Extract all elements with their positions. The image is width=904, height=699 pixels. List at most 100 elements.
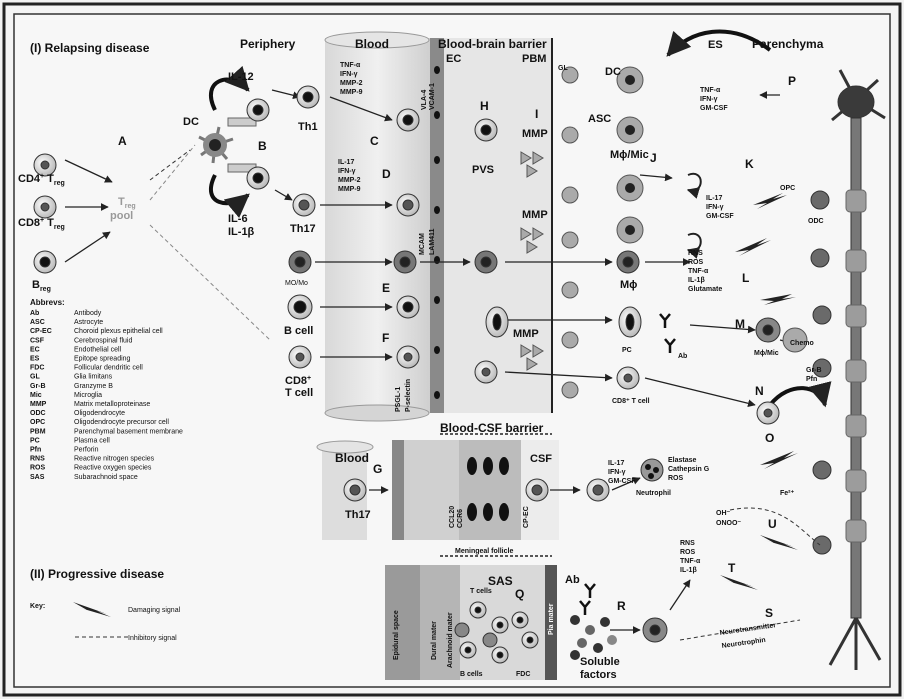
label-lam: LAM411 <box>429 228 436 255</box>
prog-2: TNF-α <box>680 558 701 565</box>
letter-b: B <box>258 139 267 153</box>
header-csf-barrier: Blood-CSF barrier <box>440 421 544 435</box>
abbrev-value: Reactive oxygen species <box>74 465 152 472</box>
letter-t: T <box>728 561 736 575</box>
letter-d: D <box>382 167 391 181</box>
label-mcam: MCAM <box>419 233 426 255</box>
key-damaging: Damaging signal <box>128 607 181 614</box>
cyto-blood-mid-2: MMP-2 <box>338 177 361 184</box>
label-fe: Fe²⁺ <box>780 490 795 497</box>
rns-3: IL-1β <box>688 277 705 284</box>
label-bcells: B cells <box>460 671 483 678</box>
abbrev-key: Gr-B <box>30 383 46 390</box>
abbrev-key: RNS <box>30 456 45 463</box>
cyto-blood-top-1: IFN-γ <box>340 71 358 78</box>
abbrev-key: Mic <box>30 392 42 399</box>
letter-p: P <box>788 74 796 88</box>
label-pia: Pia mater <box>548 603 555 635</box>
abbrev-key: ROS <box>30 465 46 472</box>
label-mphi-mic2: Mϕ/Mic <box>754 350 779 357</box>
cyto-par-top-2: GM-CSF <box>700 105 728 112</box>
label-onoo: ONOO⁻ <box>716 520 741 527</box>
letter-h: H <box>480 99 489 113</box>
label-ab2: Ab <box>565 574 580 586</box>
abbrev-key: CP-EC <box>30 328 52 335</box>
abbrev-value: Follicular dendritic cell <box>74 365 143 372</box>
abbrev-value: Plasma cell <box>74 437 110 444</box>
letter-m: M <box>735 317 745 331</box>
neut-list-1: Cathepsin G <box>668 466 710 473</box>
abbrev-value: Oligodendrocyte <box>74 410 125 417</box>
label-oh: OH⁻ <box>716 510 731 517</box>
rns-0: RNS <box>688 250 703 257</box>
neut-list-2: ROS <box>668 475 684 482</box>
label-sas: SAS <box>488 574 513 588</box>
csf-list-0: IL-17 <box>608 460 624 467</box>
label-tcells: T cells <box>470 588 492 595</box>
abbrev-key: PBM <box>30 428 46 435</box>
label-ab: Ab <box>678 353 687 360</box>
letter-f: F <box>382 331 389 345</box>
abbrev-key: EC <box>30 346 40 353</box>
label-ccr6: CCR6 <box>457 509 464 528</box>
abbrev-key: FDC <box>30 365 44 372</box>
label-asc: ASC <box>588 113 611 125</box>
abbrev-key: ES <box>30 356 40 363</box>
abbrev-value: Glia limitans <box>74 374 113 381</box>
mmp-label-0: MMP <box>522 128 548 140</box>
abbrev-value: Perforin <box>74 447 99 454</box>
label-vla4: VLA-4 <box>421 90 428 110</box>
section-progressive: (II) Progressive disease <box>30 567 164 581</box>
abbrevs-title: Abbrevs: <box>30 298 65 307</box>
neut-list-0: Elastase <box>668 457 697 464</box>
abbrev-value: Granzyme B <box>74 383 113 390</box>
label-ec: EC <box>446 53 461 65</box>
label-pc: PC <box>622 347 632 354</box>
abbrev-value: Endothelial cell <box>74 346 122 353</box>
letter-l: L <box>742 271 749 285</box>
abbrev-value: Matrix metalloproteinase <box>74 401 150 408</box>
header-blood2: Blood <box>335 451 369 465</box>
label-chemo: Chemo <box>790 340 814 347</box>
label-il1b: IL-1β <box>228 226 255 238</box>
mmp-label-2: MMP <box>513 328 539 340</box>
label-il6: IL-6 <box>228 213 248 225</box>
abbrev-value: Reactive nitrogen species <box>74 456 155 463</box>
label-csf: CSF <box>530 453 552 465</box>
label-cpec: CP-EC <box>523 506 530 528</box>
abbrev-value: Cerebrospinal fluid <box>74 337 132 344</box>
letter-q: Q <box>515 587 524 601</box>
header-es: ES <box>708 39 723 51</box>
label-soluble: Soluble <box>580 656 620 668</box>
abbrev-value: Oligodendrocyte precursor cell <box>74 419 169 426</box>
cyto-par-mid-1: IFN-γ <box>706 204 724 211</box>
letter-n: N <box>755 384 764 398</box>
letter-k: K <box>745 157 754 171</box>
cyto-blood-mid-0: IL-17 <box>338 159 354 166</box>
cyto-par-mid-2: GM-CSF <box>706 213 734 220</box>
label-cd8-tcell: CD8⁺ T cell <box>612 398 650 405</box>
abbrev-value: Choroid plexus epithelial cell <box>74 328 163 335</box>
csf-list-2: GM-CSF <box>608 478 636 485</box>
csf-list-1: IFN-γ <box>608 469 626 476</box>
letter-u: U <box>768 517 777 531</box>
header-meningeal: Meningeal follicle <box>455 548 513 555</box>
abbrev-value: Astrocyte <box>74 319 103 326</box>
label-gl: GL <box>558 65 568 72</box>
letter-s: S <box>765 606 773 620</box>
abbrev-key: Ab <box>30 310 39 317</box>
rns-2: TNF-α <box>688 268 709 275</box>
rns-1: ROS <box>688 259 704 266</box>
epidural-space <box>385 565 420 680</box>
dural-mater <box>420 565 460 680</box>
abbrev-key: OPC <box>30 419 45 426</box>
letter-i: I <box>535 107 538 121</box>
cyto-par-mid-0: IL-17 <box>706 195 722 202</box>
abbrev-key: CSF <box>30 337 45 344</box>
abbrev-key: GL <box>30 374 40 381</box>
label-dc: DC <box>183 116 199 128</box>
abbrev-key: Pfn <box>30 447 41 454</box>
label-vcam1: VCAM-1 <box>429 83 436 110</box>
grb-1: Pfn <box>806 376 817 383</box>
